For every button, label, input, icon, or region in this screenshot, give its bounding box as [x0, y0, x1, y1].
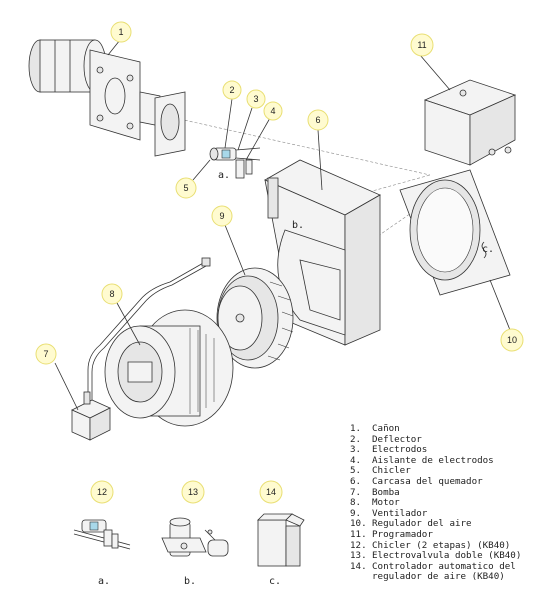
sublabel-c-bottom: c. — [269, 576, 281, 587]
callout-6: 6 — [307, 109, 329, 131]
legend-number: 5. — [350, 465, 362, 477]
legend-text: Bomba — [372, 486, 400, 498]
oil-line — [87, 257, 211, 400]
legend-item: 13. Electrovalvula doble (KB40) — [350, 551, 546, 562]
legend-number: 10. — [350, 518, 367, 530]
sublabel-a-bottom: a. — [98, 576, 110, 587]
svg-text:5: 5 — [183, 183, 188, 193]
part-pump — [71, 391, 111, 441]
legend-text: Motor — [372, 497, 400, 509]
svg-text:10: 10 — [507, 335, 517, 345]
legend-item: 6. Carcasa del quemador — [350, 475, 546, 488]
legend-number: 3. — [350, 444, 362, 456]
legend-text: Ventilador — [372, 507, 428, 519]
part-programmer — [423, 79, 517, 166]
part-blast-tube — [28, 39, 186, 157]
legend-item: 10. Regulador del aire — [350, 519, 546, 530]
legend-text: Aislante de electrodos — [372, 454, 494, 466]
callout-9: 9 — [211, 205, 233, 227]
part-electrode-assembly — [209, 147, 261, 179]
callout-5: 5 — [175, 177, 197, 199]
legend-text: Chicler — [372, 465, 411, 477]
sublabel-b-bottom: b. — [184, 576, 196, 587]
callout-10: 10 — [500, 328, 524, 352]
part-two-stage-nozzle — [73, 519, 131, 550]
legend-item: 14. Controlador automatico del regulador … — [350, 560, 546, 583]
callout-7: 7 — [35, 343, 57, 365]
part-air-regulator — [399, 169, 511, 296]
parts-legend: 1. Cañon 2. Deflector 3. Electrodos 4. Aislante… — [350, 423, 546, 583]
callout-1: 1 — [110, 21, 132, 43]
sublabel-c-top: c. — [482, 244, 494, 255]
sublabel-a-top: a. — [218, 170, 230, 181]
legend-item: 11. Programador — [350, 528, 546, 541]
svg-text:9: 9 — [219, 211, 224, 221]
legend-number: 14. — [350, 560, 367, 572]
svg-text:11: 11 — [417, 40, 426, 50]
svg-text:7: 7 — [43, 349, 48, 359]
legend-number: 13. — [350, 550, 367, 562]
callout-12: 12 — [90, 480, 114, 504]
callout-4: 4 — [263, 101, 283, 121]
callout-2: 2 — [222, 80, 242, 100]
legend-number: 1. — [350, 423, 362, 434]
legend-number: 9. — [350, 507, 362, 519]
legend-number: 8. — [350, 497, 362, 509]
legend-text: Regulador del aire — [372, 518, 472, 530]
legend-text: Carcasa del quemador — [372, 475, 483, 487]
legend-number: 12. — [350, 539, 367, 551]
legend-item: 4. Aislante de electrodos — [350, 454, 546, 467]
legend-item: 3. Electrodos — [350, 445, 546, 456]
svg-text:6: 6 — [315, 115, 320, 125]
svg-text:13: 13 — [188, 487, 198, 497]
svg-text:2: 2 — [229, 85, 234, 95]
legend-number: 6. — [350, 475, 362, 487]
part-motor — [104, 309, 234, 427]
callout-11: 11 — [410, 33, 434, 57]
svg-text:8: 8 — [109, 289, 114, 299]
svg-text:3: 3 — [253, 94, 258, 104]
legend-text: Chicler (2 etapas) (KB40) — [372, 539, 511, 551]
legend-item: 2. Deflector — [350, 433, 546, 446]
legend-text: Cañon — [372, 423, 400, 434]
legend-number: 7. — [350, 486, 362, 498]
part-double-solenoid-valve — [161, 517, 229, 557]
callout-13: 13 — [181, 480, 205, 504]
legend-number: 4. — [350, 454, 362, 466]
legend-item: 1. Cañon — [350, 423, 546, 435]
legend-text: Electrovalvula doble (KB40) — [372, 550, 522, 562]
legend-text: Programador — [372, 528, 433, 540]
part-air-controller — [257, 513, 305, 567]
part-fan — [216, 267, 294, 369]
legend-number: 2. — [350, 433, 362, 445]
legend-item: 12. Chicler (2 etapas) (KB40) — [350, 539, 546, 552]
legend-text: Deflector — [372, 433, 422, 445]
legend-item: 5. Chicler — [350, 466, 546, 477]
legend-item: 9. Ventilador — [350, 507, 546, 520]
callout-8: 8 — [101, 283, 123, 305]
leader-lines — [54, 39, 511, 411]
legend-text: Controlador automatico del regulador de … — [372, 560, 516, 583]
svg-text:4: 4 — [270, 106, 275, 116]
legend-item: 8. Motor — [350, 498, 546, 509]
callout-14: 14 — [259, 480, 283, 504]
legend-text: Electrodos — [372, 444, 428, 456]
legend-number: 11. — [350, 528, 367, 540]
svg-text:12: 12 — [97, 487, 107, 497]
legend-item: 7. Bomba — [350, 486, 546, 499]
svg-text:1: 1 — [118, 27, 123, 37]
callout-3: 3 — [246, 89, 266, 109]
sublabel-b-top: b. — [292, 220, 304, 231]
svg-text:14: 14 — [266, 487, 276, 497]
